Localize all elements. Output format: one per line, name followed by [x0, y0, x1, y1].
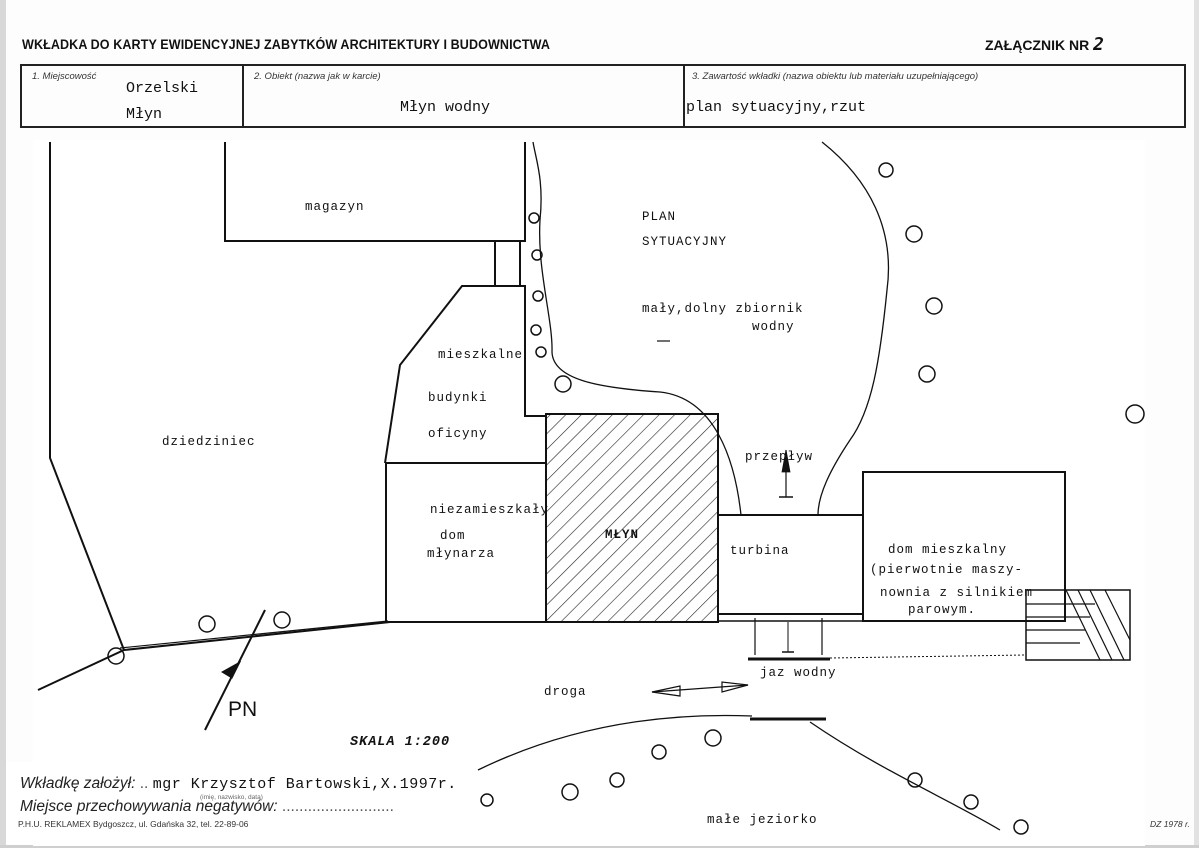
form-title: WKŁADKA DO KARTY EWIDENCYJNEJ ZABYTKÓW A…	[22, 37, 551, 52]
founder-value: mgr Krzysztof Bartowski,X.1997r.	[152, 776, 457, 793]
field-rule-right	[1184, 64, 1186, 127]
negatives-dots: ..........................	[281, 798, 394, 815]
scale-label: SKALA 1:200	[350, 735, 451, 750]
label-sytuacyjny: SYTUACYJNY	[642, 235, 727, 249]
label-mlynarza: młynarza	[427, 547, 495, 561]
label-male-jeziorko: małe jeziorko	[707, 813, 818, 827]
scan-edge-right	[1194, 0, 1199, 848]
label-mlyn: MŁYN	[605, 528, 639, 542]
label-mieszkalne: mieszkalne	[438, 348, 523, 362]
label-reservoir-1: mały,dolny zbiornik	[642, 302, 804, 316]
field-3-label: 3. Zawartość wkładki (nazwa obiektu lub …	[692, 71, 979, 82]
field-1-value-line2: Młyn	[126, 106, 163, 123]
annex-label-text: ZAŁĄCZNIK NR	[985, 37, 1090, 53]
tree-icon	[878, 162, 894, 178]
field-rule-top	[20, 64, 1186, 66]
label-jaz-wodny: jaz wodny	[760, 666, 837, 680]
founder-label: Wkładkę założył:	[20, 775, 136, 792]
tree-icon	[554, 375, 572, 393]
form-code: DZ 1978 r.	[1150, 819, 1190, 829]
tree-icon	[480, 793, 494, 807]
scan-edge-left	[0, 0, 6, 848]
tree-icon	[1125, 404, 1145, 424]
plan-linework	[37, 141, 1131, 831]
negatives-label: Miejsce przechowywania negatywów:	[20, 798, 278, 815]
scale-label-box	[340, 729, 480, 761]
field-2-value: Młyn wodny	[400, 99, 491, 116]
label-turbina: turbina	[730, 544, 790, 558]
north-arrow-label: PN	[228, 698, 257, 721]
tree-icon	[198, 615, 216, 633]
field-divider-2	[683, 64, 685, 127]
label-magazyn: magazyn	[305, 200, 365, 214]
tree-icon	[273, 611, 291, 629]
label-przeplyw: przepływ	[745, 450, 813, 464]
tree-icon	[535, 346, 547, 358]
tree-icon	[963, 794, 979, 810]
field-rule-left	[20, 64, 22, 127]
tree-icon	[925, 297, 943, 315]
tree-icon	[609, 772, 625, 788]
scan-edge-bottom	[0, 845, 1199, 848]
tree-icon	[531, 249, 543, 261]
field-1-value-line1: Orzelski	[126, 80, 199, 97]
field-divider-1	[242, 64, 244, 127]
annex-label: ZAŁĄCZNIK NR 2	[985, 34, 1104, 55]
tree-icon	[107, 647, 125, 665]
label-budynki: budynki	[428, 391, 488, 405]
label-reservoir-2: wodny	[752, 320, 795, 334]
printer-imprint: P.H.U. REKLAMEX Bydgoszcz, ul. Gdańska 3…	[18, 819, 249, 829]
label-dom-mieszkalny-4: parowym.	[908, 603, 976, 617]
label-plan: PLAN	[642, 210, 676, 224]
annex-number: 2	[1093, 34, 1104, 55]
field-2-label: 2. Obiekt (nazwa jak w karcie)	[254, 71, 381, 82]
footer-negatives: Miejsce przechowywania negatywów: ......…	[20, 798, 394, 816]
label-droga: droga	[544, 685, 587, 699]
label-dziedziniec: dziedziniec	[162, 435, 256, 449]
field-1-label: 1. Miejscowość	[32, 71, 97, 82]
tree-icon	[918, 365, 936, 383]
founder-hint: (imię, nazwisko, data)	[200, 794, 263, 801]
tree-icon	[530, 324, 542, 336]
label-dom-mieszkalny-3: nownia z silnikiem	[880, 586, 1033, 600]
tree-symbols	[107, 162, 1145, 835]
tree-icon	[905, 225, 923, 243]
footer-panel	[6, 762, 474, 844]
tree-icon	[704, 729, 722, 747]
tree-icon	[651, 744, 667, 760]
field-3-value: plan sytuacyjny,rzut	[686, 99, 867, 116]
field-rule-bottom	[20, 126, 1186, 128]
label-dom: dom	[440, 529, 466, 543]
label-dom-mieszkalny-1: dom mieszkalny	[888, 543, 1007, 557]
tree-icon	[1013, 819, 1029, 835]
label-niezamieszkaly: niezamieszkały	[430, 503, 549, 517]
label-dom-mieszkalny-2: (pierwotnie maszy-	[870, 563, 1023, 577]
label-oficyny: oficyny	[428, 427, 488, 441]
tree-icon	[561, 783, 579, 801]
footer-founder: Wkładkę założył: .. mgr Krzysztof Bartow…	[20, 775, 457, 793]
tree-icon	[528, 212, 540, 224]
tree-icon	[532, 290, 544, 302]
tree-icon	[907, 772, 923, 788]
